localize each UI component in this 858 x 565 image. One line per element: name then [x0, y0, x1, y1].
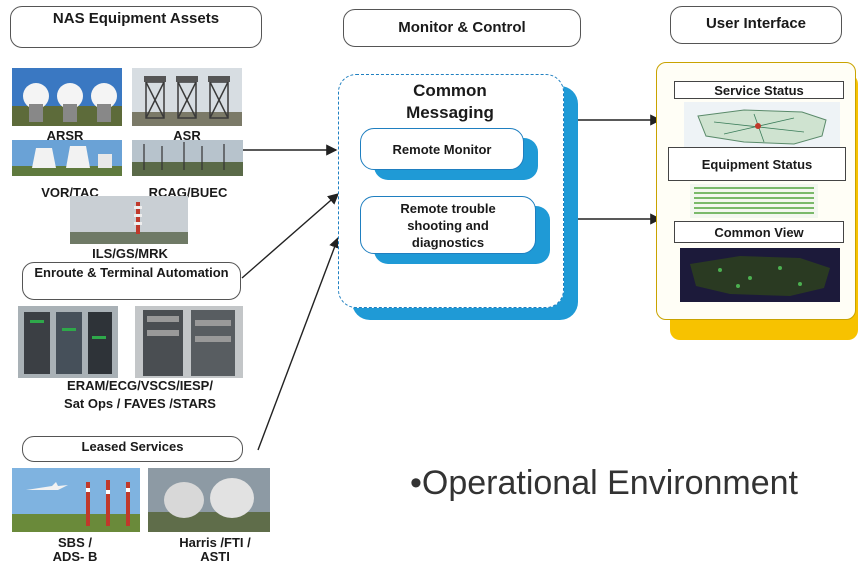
common-view-map: [680, 248, 840, 302]
asr-label: ASR: [173, 128, 201, 143]
remote-monitor-label: Remote Monitor: [392, 141, 492, 157]
service-status-box: Service Status: [674, 81, 844, 99]
nas-assets-header-label: NAS Equipment Assets: [52, 10, 220, 27]
ils-label: ILS/GS/MRK: [92, 246, 168, 261]
rcag-buec-photo: [132, 140, 243, 176]
common-messaging-card: [338, 74, 564, 308]
nas-assets-header: NAS Equipment Assets: [10, 6, 262, 48]
harris-label-line2: ASTI: [200, 549, 230, 564]
ils-photo: [70, 196, 188, 244]
harris-label-line1: Harris /FTI /: [179, 535, 251, 550]
enroute-terminal-label: Enroute & Terminal Automation: [34, 265, 229, 280]
equipment-status-box: Equipment Status: [668, 147, 846, 181]
arrow-enroute-to-monitor: [241, 193, 340, 279]
sbs-label-line1: SBS /: [58, 535, 92, 550]
common-view-box: Common View: [674, 221, 844, 243]
arsr-label: ARSR: [46, 128, 84, 143]
monitor-control-header: Monitor & Control: [343, 9, 581, 47]
vor-tac-photo: [12, 140, 122, 176]
sbs-label-line2: ADS- B: [52, 549, 98, 564]
equipment-status-label: Equipment Status: [701, 156, 813, 172]
arsr-photo: [12, 68, 122, 126]
monitor-control-header-label: Monitor & Control: [398, 19, 526, 36]
enroute-terminal-box: Enroute & Terminal Automation: [22, 262, 241, 300]
eram-rack-photo-2: [135, 306, 243, 378]
eram-label-line1: ERAM/ECG/VSCS/IESP/: [67, 378, 213, 393]
harris-photo: [148, 468, 270, 532]
user-interface-header: User Interface: [670, 6, 842, 44]
arrow-leased-to-monitor: [257, 236, 340, 451]
user-interface-header-label: User Interface: [705, 15, 807, 32]
eram-rack-photo-1: [18, 306, 118, 378]
service-status-map: [684, 102, 840, 150]
remote-trouble-label: Remote trouble shooting and diagnostics: [400, 200, 496, 250]
common-messaging-title: Common Messaging: [406, 81, 494, 122]
remote-monitor-box: Remote Monitor: [360, 128, 524, 170]
sbs-ads-b-photo: [12, 468, 140, 532]
remote-trouble-box: Remote trouble shooting and diagnostics: [360, 196, 536, 254]
eram-label-line2: Sat Ops / FAVES /STARS: [64, 396, 216, 411]
asr-photo: [132, 68, 242, 126]
leased-services-box: Leased Services: [22, 436, 243, 462]
equipment-status-table: [690, 184, 818, 218]
operational-environment-text: •Operational Environment: [410, 464, 798, 502]
common-view-label: Common View: [714, 224, 804, 240]
leased-services-label: Leased Services: [81, 439, 184, 454]
service-status-label: Service Status: [714, 82, 804, 98]
